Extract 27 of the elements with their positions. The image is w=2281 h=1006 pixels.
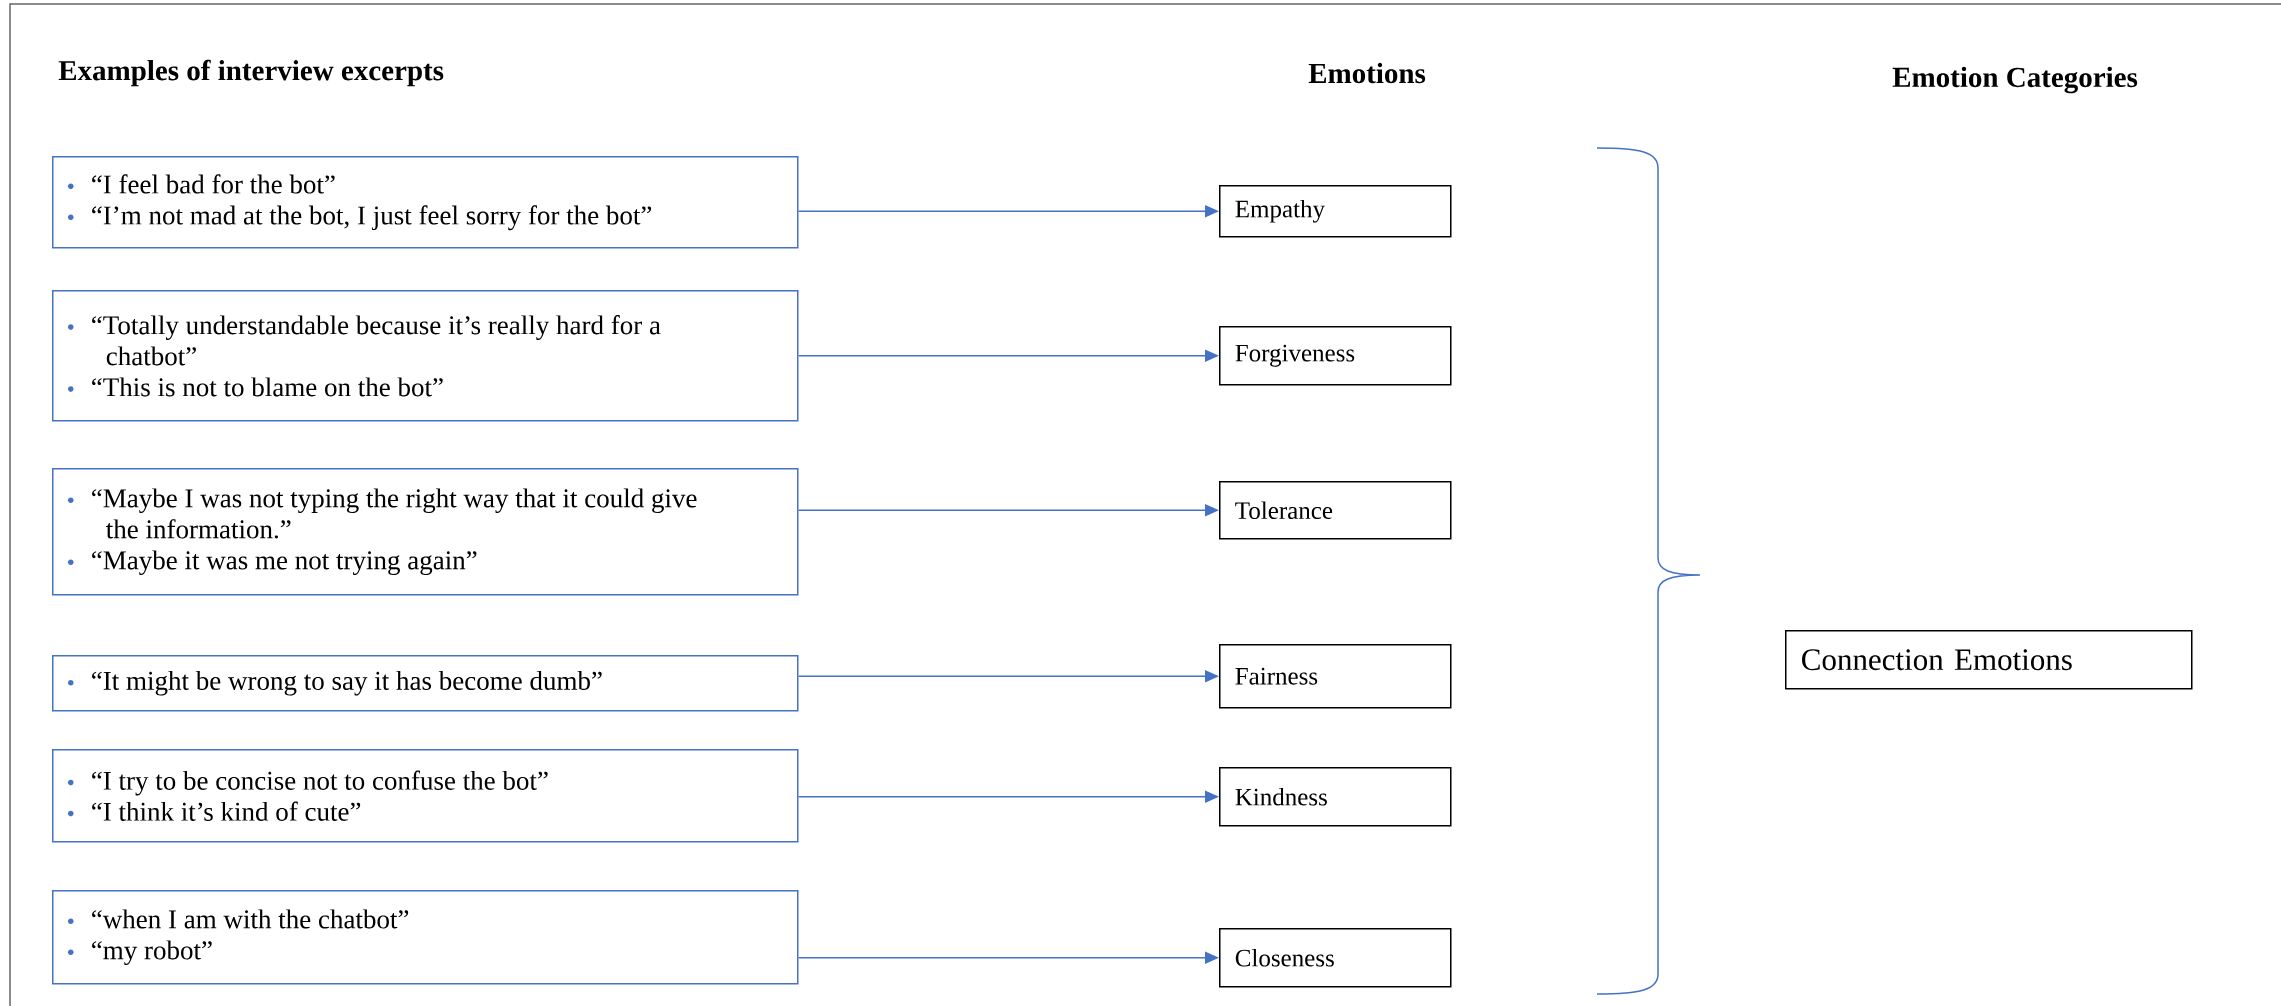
excerpt-box — [52, 468, 799, 596]
excerpt-box — [52, 890, 799, 985]
bullet-item: “This is not to blame on the bot” — [67, 377, 443, 397]
emotion-box: Empathy — [1219, 185, 1452, 238]
bullet-item: “my robot” — [67, 940, 212, 966]
bullet-item: “Maybe I was not typing the right way that it could give the information.” — [67, 488, 697, 539]
bullet-item: “Totally understandable because it’s really hard for a chatbot” — [67, 315, 661, 366]
bullet-item: “I feel bad for the bot” — [67, 174, 335, 194]
emotion-box: Fairness — [1219, 644, 1452, 709]
column-heading: Examples of interview excerpts — [58, 59, 444, 87]
excerpt-box — [52, 290, 799, 422]
emotion-box: Closeness — [1219, 928, 1452, 988]
emotion-box: Kindness — [1219, 767, 1452, 827]
bullet-item: “I try to be concise not to confuse the bot” — [67, 770, 548, 796]
bullet-item: “Maybe it was me not trying again” — [67, 550, 477, 576]
bullet-item: “I think it’s kind of cute” — [67, 801, 361, 821]
excerpt-box — [52, 749, 799, 843]
column-heading: Emotion Categories — [1892, 66, 2138, 94]
excerpt-box — [52, 655, 799, 712]
emotion-box: Forgiveness — [1219, 326, 1452, 386]
bullet-item: “It might be wrong to say it has become dumb” — [67, 670, 602, 696]
emotion-box: Tolerance — [1219, 481, 1452, 540]
category-box: Connection Emotions — [1785, 630, 2193, 690]
excerpt-box — [52, 156, 799, 249]
bullet-item: “I’m not mad at the bot, I just feel sorry for the bot” — [67, 205, 652, 231]
column-heading: Emotions — [1308, 62, 1426, 84]
bullet-item: “when I am with the chatbot” — [67, 909, 409, 929]
